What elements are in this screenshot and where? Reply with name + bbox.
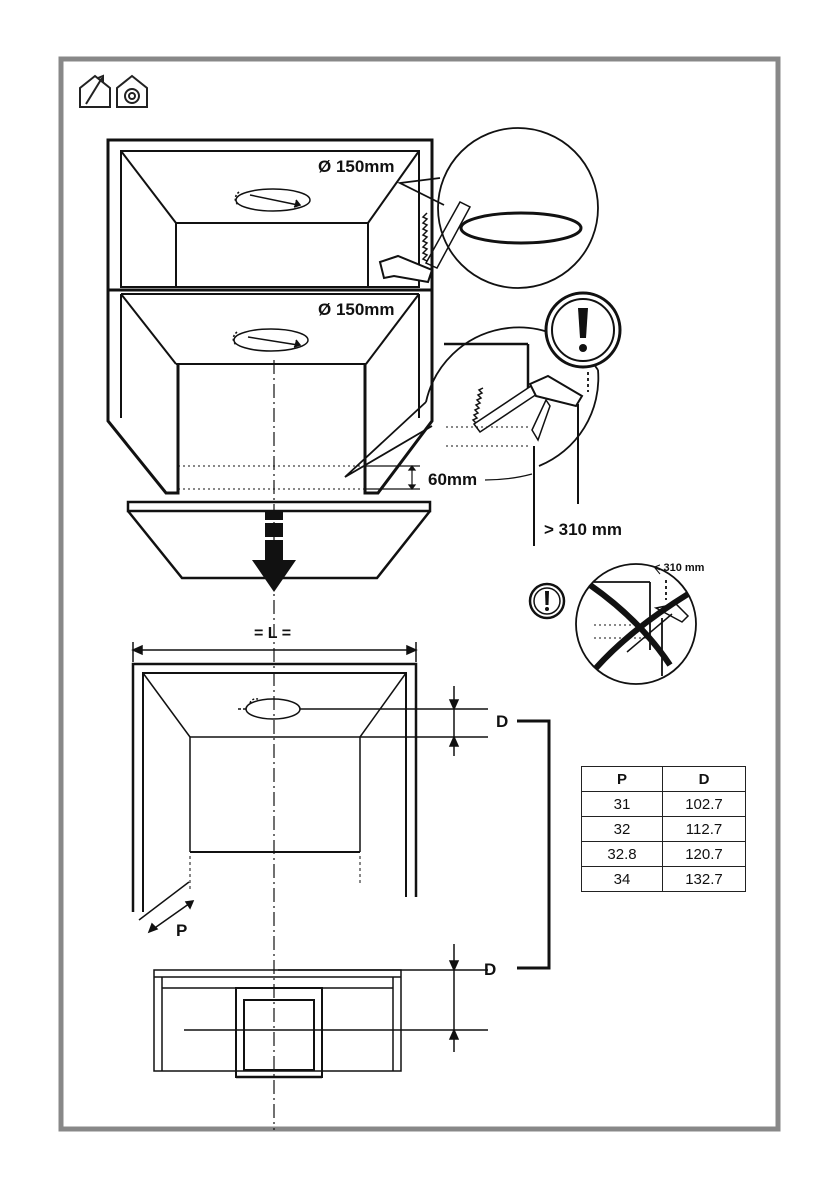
table-row: 32 112.7 [581, 816, 746, 842]
table-cell-d: 102.7 [662, 791, 746, 817]
depth-dimension-top [300, 686, 551, 970]
table-row: 32.8 120.7 [581, 841, 746, 867]
cabinet-front-view [131, 662, 418, 912]
width-label: = L = [254, 625, 291, 642]
too-small-clearance-label: < 310 mm [654, 562, 705, 574]
width-dimension [131, 642, 418, 662]
incorrect-clearance-detail [575, 563, 697, 685]
table-cell-p: 32.8 [581, 841, 663, 867]
table-header-row: P D [581, 766, 746, 792]
lower-cabinet [106, 290, 434, 495]
lower-hole [232, 328, 309, 352]
table-cell-d: 112.7 [662, 816, 746, 842]
diameter-label-lower: Ø 150mm [318, 300, 395, 319]
table-header-d: D [662, 766, 746, 792]
upper-cabinet [106, 138, 434, 292]
depth-dimension-bottom [184, 944, 488, 1052]
depth-label-top: D [496, 712, 508, 731]
warning-icon [528, 582, 566, 620]
diameter-label-upper: Ø 150mm [318, 157, 395, 176]
table-cell-d: 132.7 [662, 866, 746, 892]
house-outlet-icon [79, 74, 111, 108]
table-row: 31 102.7 [581, 791, 746, 817]
upper-hole [234, 188, 311, 212]
house-recirculation-icon [116, 74, 148, 108]
table-cell-p: 31 [581, 791, 663, 817]
saw-icon [471, 374, 584, 442]
cut-height-dimension [365, 465, 533, 490]
front-view-hole [238, 698, 301, 720]
warning-icon [544, 291, 622, 369]
table-cell-p: 32 [581, 816, 663, 842]
table-cell-p: 34 [581, 866, 663, 892]
depth-label-bottom: D [484, 960, 496, 979]
table-header-p: P [581, 766, 663, 792]
table-row: 34 132.7 [581, 866, 746, 892]
cut-height-label: 60mm [428, 470, 477, 489]
panel-thickness-label: P [176, 921, 187, 940]
panel-thickness-dimension [138, 881, 195, 934]
down-arrow-icon [252, 512, 296, 592]
table-cell-d: 120.7 [662, 841, 746, 867]
min-clearance-label: > 310 mm [544, 520, 622, 539]
pd-table: P D 31 102.7 32 112.7 32.8 120.7 34 132.… [581, 766, 746, 892]
hood-top-view [153, 969, 402, 1079]
page-frame [58, 56, 781, 1132]
saw-icon [378, 201, 472, 284]
detail-circle-cut [396, 127, 599, 289]
